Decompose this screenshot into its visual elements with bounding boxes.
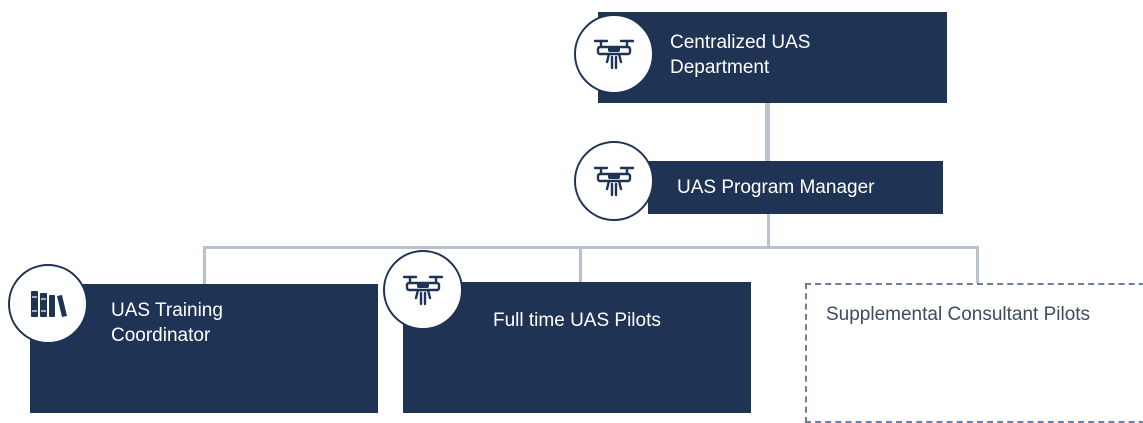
connector-drop-training [203,246,206,284]
consultants-node [805,283,1143,423]
connector-drop-pilots [579,246,582,284]
manager-node: UAS Program Manager [648,161,943,214]
manager-label: UAS Program Manager [677,177,875,198]
pilots-label: Full time UAS Pilots [493,310,661,331]
pilots-drone-icon [383,250,463,330]
pilots-node: Full time UAS Pilots [403,282,751,413]
consultants-label: Supplemental Consultant Pilots [826,304,1091,325]
department-drone-icon [574,14,654,94]
training-books-icon [8,264,88,344]
connector-horizontal [203,246,979,249]
department-node: Centralized UAS Department [598,12,947,103]
training-coordinator-node: UAS Training Coordinator [30,284,378,413]
connector-drop-consultants [976,246,979,284]
connector-department-manager [765,103,770,161]
connector-manager-down [767,214,770,248]
training-coordinator-label: UAS Training Coordinator [111,300,223,346]
manager-drone-icon [574,141,654,221]
department-label: Centralized UAS Department [670,32,811,78]
